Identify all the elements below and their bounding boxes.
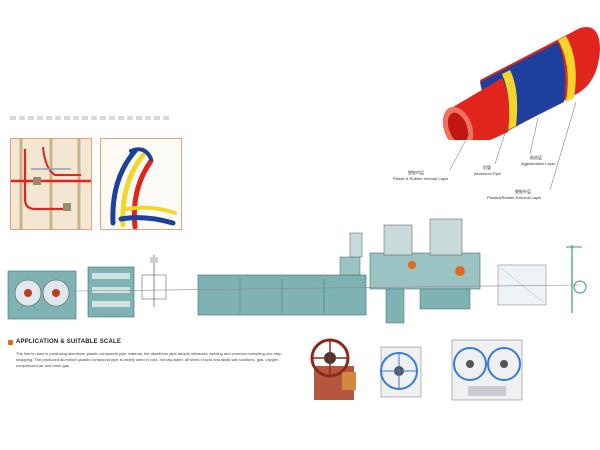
section-bullet xyxy=(8,340,13,345)
winder-stand xyxy=(566,245,587,313)
label-inner-en: Plastic & Rubber Internal Layer xyxy=(393,176,449,181)
cooling-tank xyxy=(197,256,367,316)
application-body: The line is used in producing aluminum-p… xyxy=(16,351,282,368)
label-aluminum-cn: 铝管 xyxy=(483,165,491,170)
coiler-double xyxy=(451,339,523,401)
label-inner-cn: 塑胶内层 xyxy=(408,170,424,175)
coiler-single xyxy=(380,346,422,398)
production-line xyxy=(7,218,587,324)
label-adhesive-en: Agglutination Layer xyxy=(521,161,556,166)
label-outer-en: Plastic&Rubber External Layer xyxy=(487,195,542,200)
forming-stand xyxy=(141,255,167,307)
application-title: APPLICATION & SUITABLE SCALE xyxy=(16,339,122,345)
callout-lines xyxy=(449,101,577,191)
faint-header-strip xyxy=(10,116,170,120)
storage-machine xyxy=(87,266,135,318)
haul-off-unit xyxy=(497,264,547,306)
label-adhesive-cn: 粘结层 xyxy=(530,155,542,160)
pipe-adhesive-ring xyxy=(558,36,576,102)
installation-photo xyxy=(10,138,92,230)
pay-off-stand xyxy=(7,270,77,320)
reel-machine-red xyxy=(310,338,356,400)
extruder-cluster xyxy=(349,218,481,324)
pipe-samples-photo xyxy=(100,138,182,230)
label-aluminum-en: Aluminum Pipe xyxy=(474,171,501,176)
label-outer-cn: 塑胶外层 xyxy=(515,189,531,194)
pipe-illustration xyxy=(442,26,600,140)
